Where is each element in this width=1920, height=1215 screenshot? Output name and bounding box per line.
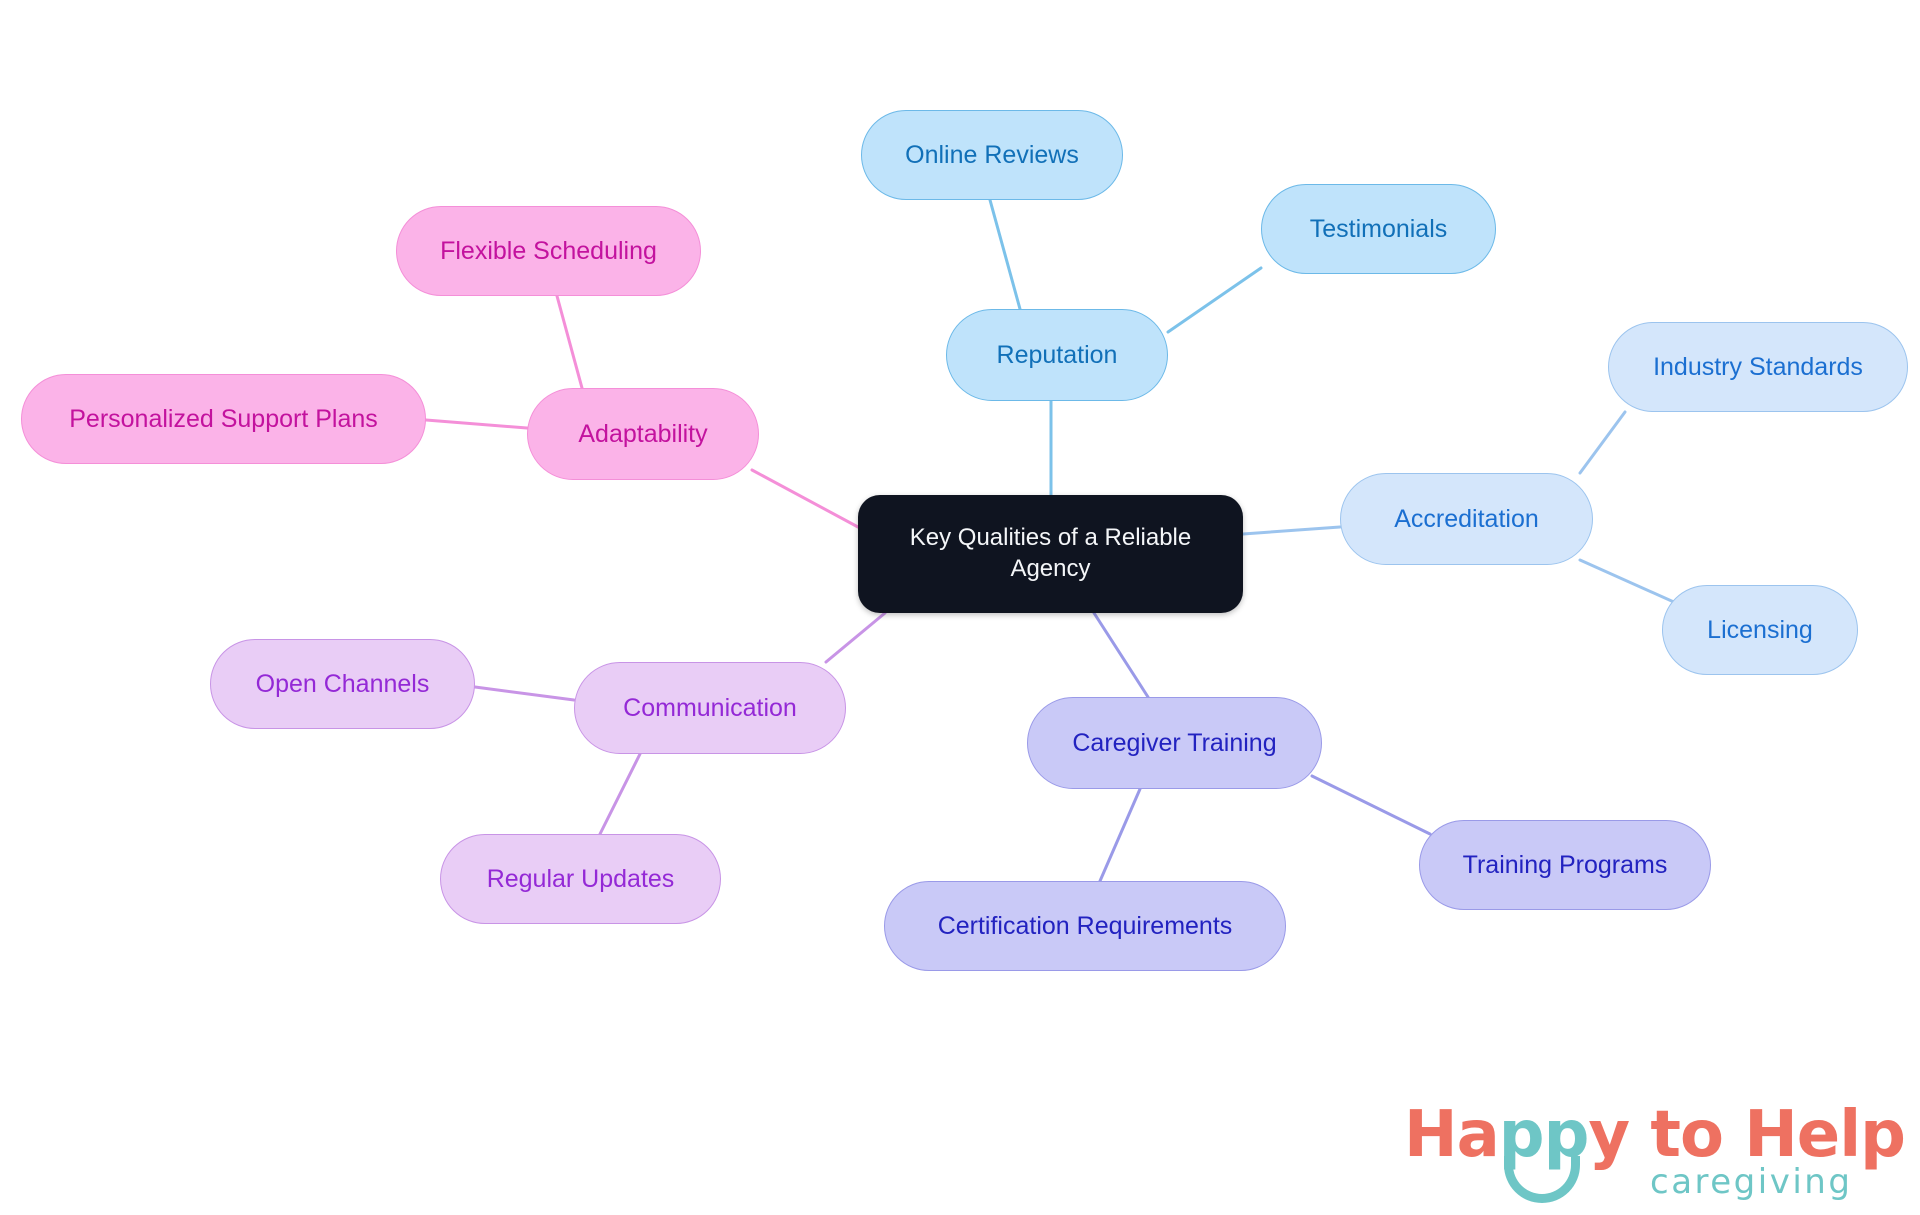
mindmap-node-label: Testimonials [1309, 215, 1448, 243]
edge-root-to-communication [824, 611, 887, 664]
mindmap-node-regular-updates[interactable]: Regular Updates [440, 834, 721, 924]
mindmap-node-label: Accreditation [1394, 505, 1539, 533]
mindmap-node-adaptability[interactable]: Adaptability [527, 388, 759, 480]
mindmap-node-root[interactable]: Key Qualities of a Reliable Agency [858, 495, 1243, 613]
mindmap-node-label: Online Reviews [905, 141, 1079, 169]
mindmap-node-certification-requirements[interactable]: Certification Requirements [884, 881, 1286, 971]
edge-reputation-to-online-reviews [988, 198, 1022, 311]
mindmap-node-testimonials[interactable]: Testimonials [1261, 184, 1496, 274]
mindmap-node-caregiver-training[interactable]: Caregiver Training [1027, 697, 1322, 789]
mindmap-node-label: Certification Requirements [937, 912, 1233, 940]
mindmap-node-reputation[interactable]: Reputation [946, 309, 1168, 401]
edge-reputation-to-testimonials [1166, 266, 1263, 334]
mindmap-node-open-channels[interactable]: Open Channels [210, 639, 475, 729]
edge-accreditation-to-licensing [1578, 558, 1687, 609]
mindmap-node-flexible-scheduling[interactable]: Flexible Scheduling [396, 206, 701, 296]
brand-logo: Happy to Help caregiving [1404, 1098, 1906, 1210]
mindmap-node-label: Regular Updates [486, 865, 675, 893]
mindmap-node-personalized-support-plans[interactable]: Personalized Support Plans [21, 374, 426, 464]
mindmap-node-label: Open Channels [255, 670, 430, 698]
logo-subtitle: caregiving [1650, 1162, 1853, 1202]
mindmap-node-industry-standards[interactable]: Industry Standards [1608, 322, 1908, 412]
edge-caregiver-training-to-certification-requirements [1098, 787, 1142, 883]
mindmap-node-label: Key Qualities of a Reliable Agency [909, 524, 1192, 582]
edge-caregiver-training-to-training-programs [1310, 774, 1432, 836]
smile-arc-icon [1504, 1156, 1580, 1203]
edge-root-to-adaptability [750, 468, 860, 529]
mindmap-node-label: Licensing [1707, 616, 1813, 644]
edge-adaptability-to-personalized-support-plans [424, 418, 529, 430]
mindmap-node-accreditation[interactable]: Accreditation [1340, 473, 1593, 565]
logo-happy-text: Happy [1404, 1098, 1630, 1172]
logo-wordmark: Happy to Help [1404, 1098, 1906, 1172]
mindmap-node-label: Communication [623, 694, 797, 722]
edge-adaptability-to-flexible-scheduling [555, 294, 584, 390]
logo-tohelp-text: to Help [1629, 1098, 1906, 1172]
mindmap-node-label: Personalized Support Plans [69, 405, 378, 433]
edge-communication-to-regular-updates [598, 752, 642, 836]
mindmap-node-licensing[interactable]: Licensing [1662, 585, 1858, 675]
mindmap-node-training-programs[interactable]: Training Programs [1419, 820, 1711, 910]
mindmap-node-communication[interactable]: Communication [574, 662, 846, 754]
mindmap-node-label: Reputation [996, 341, 1118, 369]
edge-root-to-accreditation [1241, 525, 1342, 536]
edge-accreditation-to-industry-standards [1578, 410, 1627, 475]
mindmap-node-label: Training Programs [1462, 851, 1668, 879]
edge-root-to-caregiver-training [1092, 611, 1150, 699]
edge-communication-to-open-channels [473, 685, 576, 702]
mindmap-node-label: Caregiver Training [1072, 729, 1277, 757]
mindmap-node-online-reviews[interactable]: Online Reviews [861, 110, 1123, 200]
mindmap-node-label: Flexible Scheduling [440, 237, 657, 265]
mindmap-node-label: Industry Standards [1653, 353, 1863, 381]
mindmap-node-label: Adaptability [578, 420, 708, 448]
